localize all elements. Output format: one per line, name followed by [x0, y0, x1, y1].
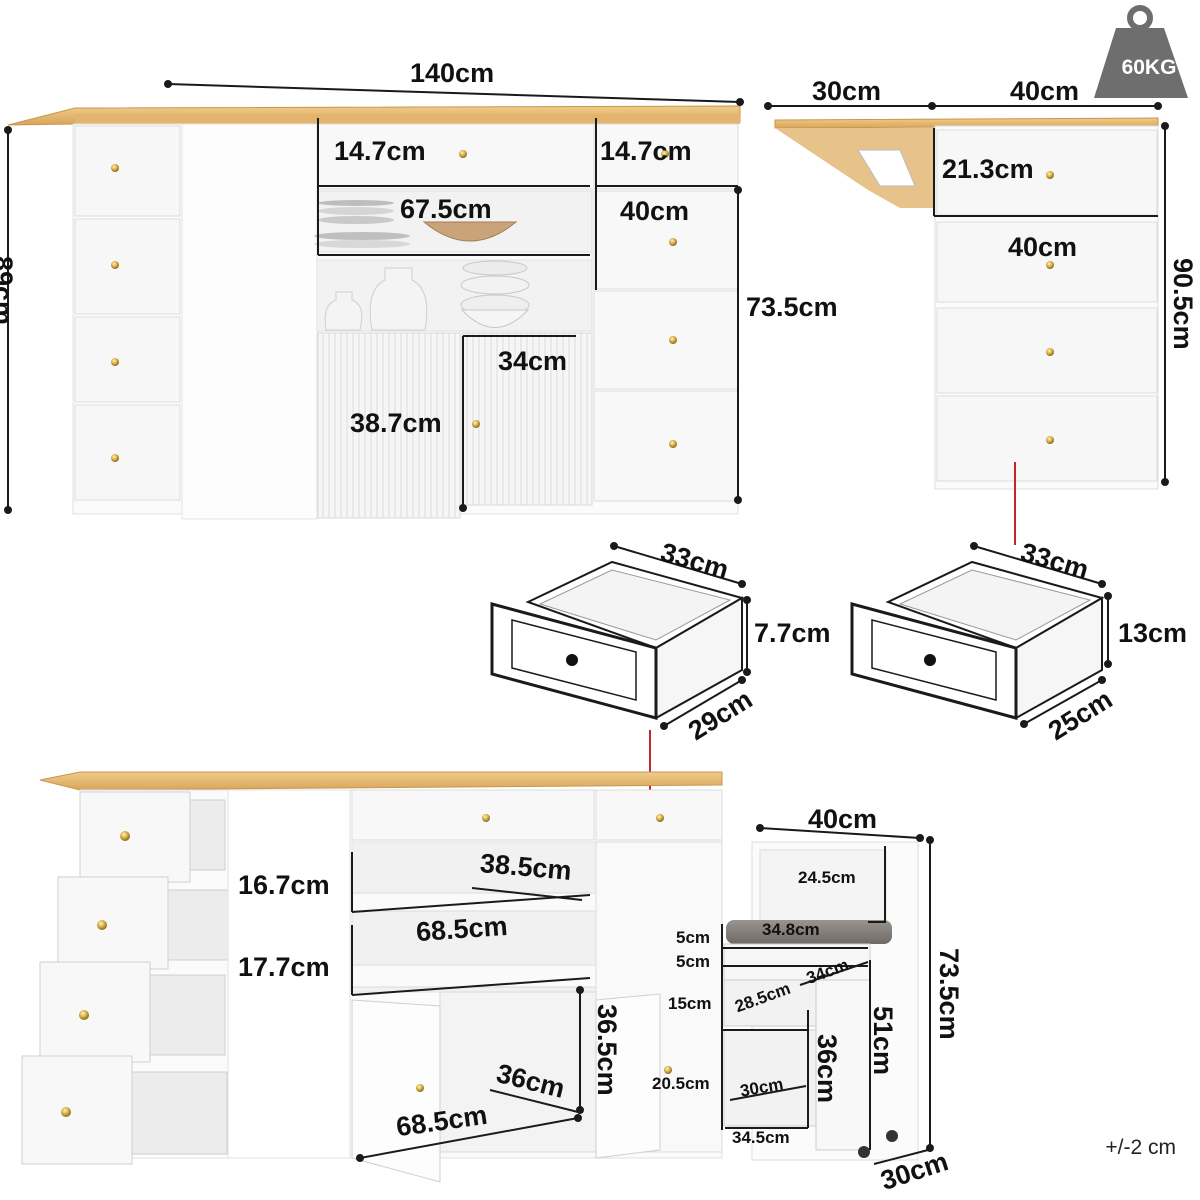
dim-drawer-b-height: 13cm: [1118, 618, 1188, 648]
side-view-dimensions: [764, 102, 1169, 486]
tolerance-note: +/-2 cm: [1105, 1136, 1176, 1159]
dim-door-height: 38.7cm: [350, 408, 442, 438]
dim-drawer-a-height: 7.7cm: [754, 618, 831, 648]
side-view-island: [774, 117, 1159, 490]
dim-side-depth: 40cm: [1010, 76, 1080, 106]
dim-width-140: 140cm: [410, 58, 495, 88]
dim-open-shelf-width-top: 68.5cm: [415, 910, 509, 948]
dim-side-cabinet-51: 51cm: [868, 1006, 898, 1076]
dim-shelf-width: 67.5cm: [400, 194, 492, 224]
dim-side-cabinet-34-5: 34.5cm: [732, 1128, 790, 1147]
dim-side-cabinet-top-height: 24.5cm: [798, 868, 856, 887]
weight-icon: [1094, 5, 1188, 98]
weight-capacity-badge: 60KG: [1121, 56, 1177, 79]
dim-drawer-width-right: 14.7cm: [600, 136, 692, 166]
dim-side-cabinet-5cm-a: 5cm: [676, 928, 711, 947]
dim-side-cabinet-5cm-b: 5cm: [676, 952, 711, 971]
drawer-large-illustration: [850, 560, 1105, 720]
dim-side-cabinet-15cm: 15cm: [668, 994, 712, 1013]
drawer-small-illustration: [490, 560, 745, 720]
dim-drawer-width-left: 14.7cm: [334, 136, 426, 166]
dim-height-89: 89cm: [0, 256, 18, 326]
drawer-small-dimensions: [610, 542, 751, 730]
side-cabinet-illustration: [723, 841, 919, 1161]
front-view-island: [7, 105, 741, 520]
dim-side-cabinet-73-5: 73.5cm: [934, 948, 964, 1040]
open-view-island: [21, 771, 723, 1183]
dim-side-drawer-height: 21.3cm: [942, 154, 1034, 184]
open-view-dimensions: [351, 852, 591, 1162]
dim-open-shelf-height-top: 16.7cm: [238, 870, 330, 900]
front-view-dimensions: [4, 80, 744, 514]
dim-open-shelf-height-bottom: 17.7cm: [238, 952, 330, 982]
dim-side-height-90-5: 90.5cm: [1168, 258, 1198, 350]
drawer-large-dimensions: [970, 542, 1112, 728]
dim-side-cabinet-width: 40cm: [808, 804, 878, 834]
dim-side-cabinet-seat-width: 34.8cm: [762, 920, 820, 939]
dim-drawer-height-front: 40cm: [620, 196, 690, 226]
dim-cabinet-height: 36.5cm: [592, 1004, 622, 1096]
dim-side-overhang: 30cm: [812, 76, 882, 106]
dim-height-73-5-front: 73.5cm: [746, 292, 838, 322]
dim-side-drawer-depth: 40cm: [1008, 232, 1078, 262]
dim-side-cabinet-36: 36cm: [812, 1034, 842, 1104]
dim-side-cabinet-20-5: 20.5cm: [652, 1074, 710, 1093]
side-cabinet-dimensions: [721, 824, 934, 1165]
dim-door-width: 34cm: [498, 346, 568, 376]
